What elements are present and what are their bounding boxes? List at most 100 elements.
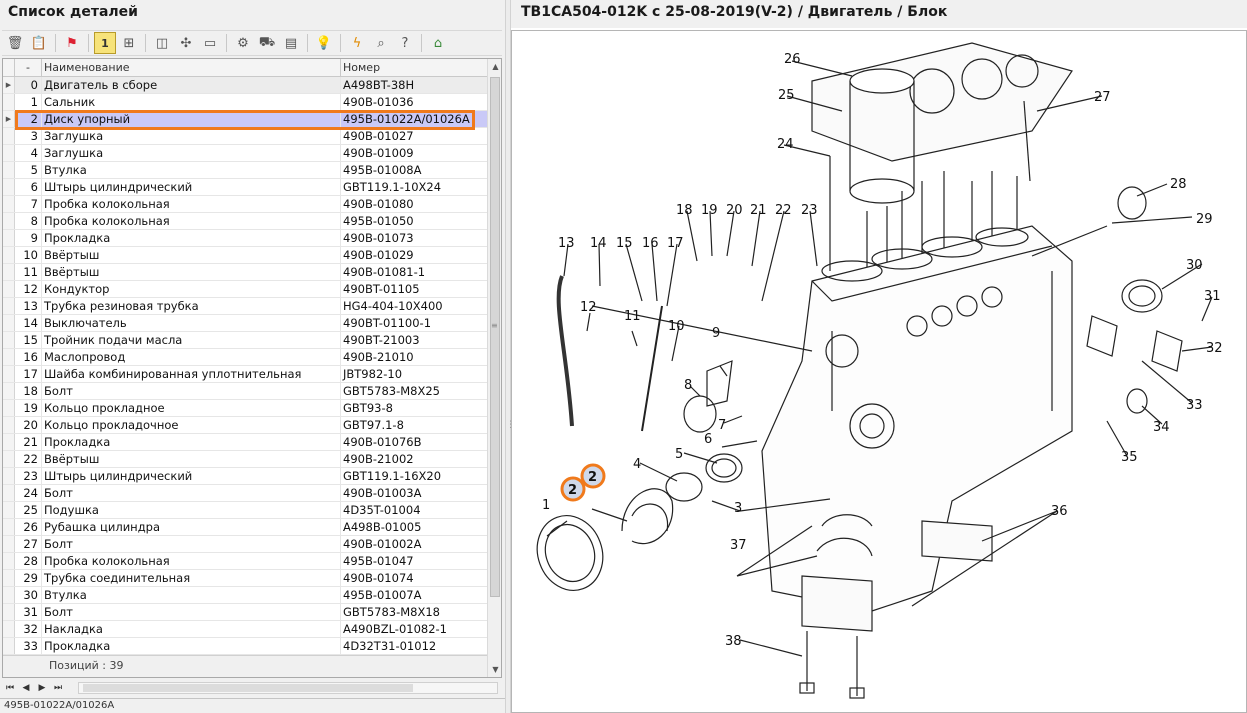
callout-18[interactable]: 18: [676, 203, 693, 218]
row-indicator[interactable]: [3, 383, 15, 399]
lightbulb-icon[interactable]: 💡: [315, 35, 333, 51]
lightning-icon[interactable]: ϟ: [352, 35, 362, 51]
row-indicator[interactable]: ▶: [3, 111, 15, 127]
callout-34[interactable]: 34: [1153, 420, 1170, 435]
row-indicator[interactable]: [3, 400, 15, 416]
header-name[interactable]: Наименование: [42, 59, 341, 76]
list-view-icon[interactable]: 1: [94, 32, 116, 54]
scroll-up-icon[interactable]: ▲: [492, 62, 499, 71]
row-indicator[interactable]: [3, 247, 15, 263]
row-indicator[interactable]: [3, 485, 15, 501]
hscroll-thumb[interactable]: [83, 684, 413, 692]
callout-4[interactable]: 4: [633, 457, 641, 472]
callout-15[interactable]: 15: [616, 236, 633, 251]
header-dash[interactable]: -: [15, 59, 42, 76]
callout-23[interactable]: 23: [801, 203, 818, 218]
callout-20[interactable]: 20: [726, 203, 743, 218]
tree-view-icon[interactable]: ⊞: [123, 35, 135, 51]
flag-icon[interactable]: ⚑: [66, 35, 78, 51]
last-record-icon[interactable]: ⏭: [53, 683, 63, 693]
row-indicator[interactable]: [3, 128, 15, 144]
callout-14[interactable]: 14: [590, 236, 607, 251]
callout-38[interactable]: 38: [725, 634, 742, 649]
callout-30[interactable]: 30: [1186, 258, 1203, 273]
row-indicator[interactable]: [3, 468, 15, 484]
callout-11[interactable]: 11: [624, 309, 641, 324]
tools-icon[interactable]: ✣: [180, 35, 192, 51]
settings-icon[interactable]: ⚙: [237, 35, 249, 51]
row-indicator[interactable]: [3, 434, 15, 450]
monitor-icon[interactable]: ▭: [203, 35, 217, 51]
car-icon[interactable]: ⛟: [258, 34, 276, 50]
row-indicator[interactable]: [3, 502, 15, 518]
row-indicator[interactable]: [3, 451, 15, 467]
home-icon[interactable]: ⌂: [433, 35, 443, 51]
callout-19[interactable]: 19: [701, 203, 718, 218]
callout-17[interactable]: 17: [667, 236, 684, 251]
callout-2[interactable]: 2: [588, 470, 597, 485]
callout-28[interactable]: 28: [1170, 177, 1187, 192]
callout-32[interactable]: 32: [1206, 341, 1223, 356]
row-indicator[interactable]: [3, 281, 15, 297]
row-indicator[interactable]: [3, 621, 15, 637]
callout-6[interactable]: 6: [704, 432, 712, 447]
header-code[interactable]: Номер: [343, 61, 381, 74]
search-icon[interactable]: ⌕: [377, 35, 385, 51]
row-indicator[interactable]: [3, 570, 15, 586]
trash-icon[interactable]: 🗑: [6, 35, 24, 51]
callout-26[interactable]: 26: [784, 52, 801, 67]
callout-24[interactable]: 24: [777, 137, 794, 152]
row-indicator[interactable]: [3, 587, 15, 603]
row-indicator[interactable]: [3, 553, 15, 569]
horizontal-scrollbar[interactable]: [78, 682, 498, 694]
callout-8[interactable]: 8: [684, 378, 692, 393]
export-icon[interactable]: 📋: [30, 35, 48, 51]
callout-21[interactable]: 21: [750, 203, 767, 218]
row-indicator[interactable]: [3, 196, 15, 212]
callout-7[interactable]: 7: [718, 418, 726, 433]
callout-5[interactable]: 5: [675, 447, 683, 462]
callout-12[interactable]: 12: [580, 300, 597, 315]
callout-2[interactable]: 2: [568, 483, 577, 498]
row-indicator[interactable]: [3, 417, 15, 433]
callout-10[interactable]: 10: [668, 319, 685, 334]
row-indicator[interactable]: [3, 349, 15, 365]
row-indicator[interactable]: [3, 604, 15, 620]
first-record-icon[interactable]: ⏮: [5, 683, 15, 693]
row-indicator[interactable]: [3, 519, 15, 535]
prev-record-icon[interactable]: ◀: [22, 683, 30, 693]
callout-13[interactable]: 13: [558, 236, 575, 251]
row-indicator[interactable]: [3, 213, 15, 229]
scroll-down-icon[interactable]: ▼: [492, 665, 499, 674]
callout-31[interactable]: 31: [1204, 289, 1221, 304]
row-indicator[interactable]: [3, 264, 15, 280]
callout-35[interactable]: 35: [1121, 450, 1138, 465]
row-indicator[interactable]: [3, 179, 15, 195]
vertical-scrollbar[interactable]: ▲ ≡ ▼: [487, 59, 501, 677]
row-indicator[interactable]: [3, 94, 15, 110]
